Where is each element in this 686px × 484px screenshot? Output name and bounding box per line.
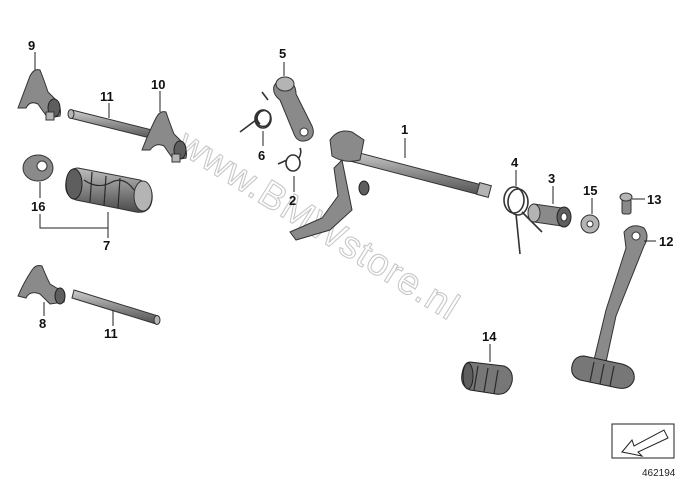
label-7: 7	[103, 238, 110, 253]
label-11-upper: 11	[100, 89, 114, 104]
washer-16[interactable]	[22, 154, 54, 182]
shift-shaft-1[interactable]	[289, 130, 492, 241]
reference-box: 462194	[611, 423, 676, 479]
lever-5[interactable]	[273, 76, 314, 142]
label-16: 16	[31, 199, 45, 214]
shift-fork-9[interactable]	[17, 69, 61, 121]
label-10: 10	[151, 77, 165, 92]
shift-lever-12[interactable]	[571, 225, 648, 389]
direction-arrow-icon	[621, 429, 669, 457]
label-14: 14	[482, 329, 497, 344]
label-6: 6	[258, 148, 265, 163]
shift-fork-10[interactable]	[141, 111, 187, 163]
label-4: 4	[511, 155, 519, 170]
label-2: 2	[289, 193, 296, 208]
label-11-lower: 11	[104, 326, 118, 341]
label-13: 13	[647, 192, 661, 207]
label-1: 1	[401, 122, 408, 137]
bushing-3[interactable]	[527, 203, 572, 228]
label-5: 5	[279, 46, 286, 61]
bolt-13[interactable]	[619, 192, 633, 215]
washer-15[interactable]	[580, 214, 600, 234]
label-9: 9	[28, 38, 35, 53]
part-labels: 9 11 10 5 6 2 1 4 3 15 13 12 16 7 8 11 1…	[28, 38, 673, 344]
footpeg-rubber-14[interactable]	[461, 361, 513, 395]
label-15: 15	[583, 183, 597, 198]
spring-2[interactable]	[277, 147, 302, 172]
label-12: 12	[659, 234, 673, 249]
shift-fork-8[interactable]	[17, 265, 66, 305]
guide-rod-11-upper[interactable]	[67, 109, 161, 141]
diagram-id: 462194	[642, 468, 676, 479]
guide-rod-11-lower[interactable]	[71, 289, 161, 325]
shift-drum-7[interactable]	[65, 167, 153, 213]
spring-6[interactable]	[239, 91, 272, 133]
leader-lines	[34, 52, 656, 362]
label-8: 8	[39, 316, 46, 331]
label-3: 3	[548, 171, 555, 186]
